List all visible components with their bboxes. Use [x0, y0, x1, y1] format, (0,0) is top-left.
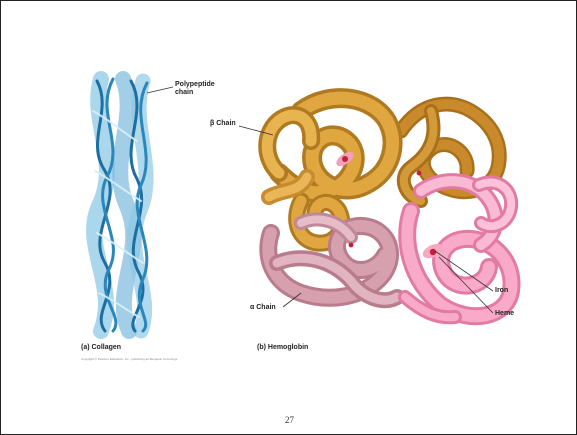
slide-number: 27: [285, 415, 294, 425]
heme-label: Heme: [495, 310, 514, 318]
iron-label: Iron: [495, 287, 508, 295]
alpha-chain-label: α Chain: [250, 304, 276, 312]
polypeptide-leader-line: [147, 87, 173, 93]
collagen-caption: (a) Collagen: [81, 344, 121, 351]
collagen-illustration: [93, 79, 147, 331]
polypeptide-chain-label: Polypeptide chain: [175, 81, 215, 97]
hemoglobin-caption: (b) Hemoglobin: [257, 344, 308, 351]
alpha-chain-left: [268, 219, 397, 300]
beta-chain-label: β Chain: [210, 120, 236, 128]
copyright-notice: Copyright © Pearson Education, Inc., pub…: [81, 357, 177, 361]
